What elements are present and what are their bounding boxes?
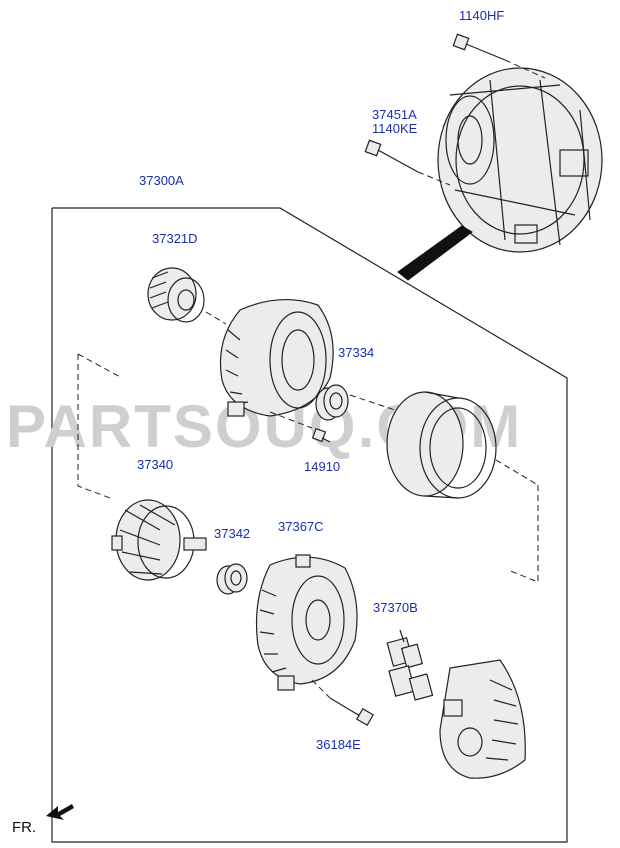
part-label-37367c[interactable]: 37367C	[278, 519, 324, 534]
part-label-37340[interactable]: 37340	[137, 457, 173, 472]
part-label-37451a[interactable]: 37451A	[372, 107, 417, 122]
rotor-37340-drawing	[111, 499, 207, 581]
front-direction-label: FR.	[12, 819, 36, 836]
part-label-37370b[interactable]: 37370B	[373, 600, 418, 615]
rectifier-cover-drawing	[439, 659, 526, 779]
alternator-assembly-drawing	[397, 67, 603, 281]
bolt-1140hf-drawing	[452, 33, 546, 79]
part-label-37300a[interactable]: 37300A	[139, 173, 184, 188]
brush-holder-37370b-drawing	[386, 629, 434, 701]
part-label-36184e[interactable]: 36184E	[316, 737, 361, 752]
screw-14910-drawing	[269, 411, 331, 443]
bearing-37334-drawing	[315, 384, 396, 421]
assembly-guide-lines	[77, 353, 539, 583]
part-label-37334[interactable]: 37334	[338, 345, 374, 360]
bearing-37342-drawing	[216, 563, 248, 595]
part-label-37342[interactable]: 37342	[214, 526, 250, 541]
assembly-boundary-box	[51, 207, 568, 843]
rear-housing-37367c-drawing	[255, 554, 358, 691]
pulley-37321d-drawing	[147, 267, 227, 325]
assembly-pointer-arrow	[397, 225, 473, 281]
part-label-1140ke[interactable]: 1140KE	[372, 121, 418, 136]
cover-ring-drawing	[386, 391, 539, 499]
bolt-36184e-drawing	[311, 679, 375, 727]
part-label-1140hf[interactable]: 1140HF	[459, 8, 504, 23]
front-housing-drawing	[219, 298, 334, 417]
front-arrow-icon	[46, 804, 74, 820]
front-direction-indicator	[46, 804, 74, 820]
part-label-14910[interactable]: 14910	[304, 459, 340, 474]
bolt-1140ke-drawing	[364, 139, 451, 186]
part-label-37321d[interactable]: 37321D	[152, 231, 198, 246]
